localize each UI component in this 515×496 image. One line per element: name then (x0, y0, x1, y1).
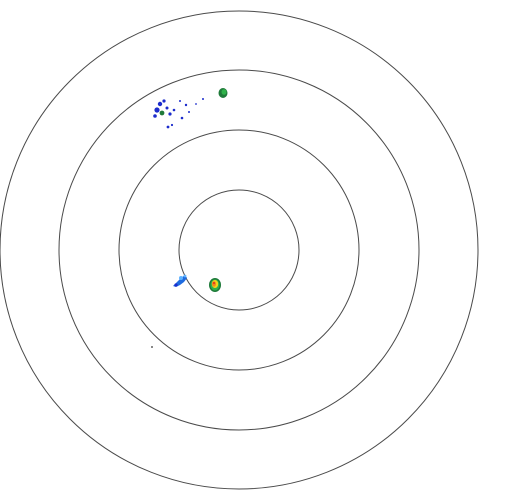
echo-blob (154, 107, 160, 113)
range-ring-2 (118, 129, 360, 371)
echo-blob (166, 125, 170, 129)
echo-blob (151, 346, 153, 348)
echo-blob (221, 89, 227, 95)
echo-blob (184, 103, 188, 107)
echo-blob (157, 101, 163, 107)
echo-blob (153, 114, 157, 118)
echo-cell-north (218, 88, 228, 98)
echo-blob (212, 281, 216, 285)
range-ring-3 (58, 69, 420, 431)
echo-blob (183, 274, 187, 278)
echo-blob (179, 276, 183, 280)
echo-blob (195, 103, 197, 105)
echo-blob (168, 112, 172, 116)
range-ring-1 (178, 189, 300, 311)
echo-cluster-northwest (153, 98, 204, 129)
range-rings (0, 10, 479, 490)
echo-cell-center (209, 278, 221, 292)
echo-blob (202, 98, 204, 100)
echo-blob (165, 106, 169, 110)
echo-blob (170, 123, 174, 127)
echo-blob (188, 111, 190, 113)
echo-cell-southwest (173, 274, 187, 287)
echo-blob (180, 116, 184, 120)
echo-blob (162, 99, 166, 103)
range-ring-4 (0, 10, 479, 490)
echo-blob (172, 108, 176, 112)
echo-blob (159, 110, 165, 116)
echo-blob (174, 283, 178, 287)
echo-speck-south (151, 346, 153, 348)
echo-blob (179, 100, 181, 102)
